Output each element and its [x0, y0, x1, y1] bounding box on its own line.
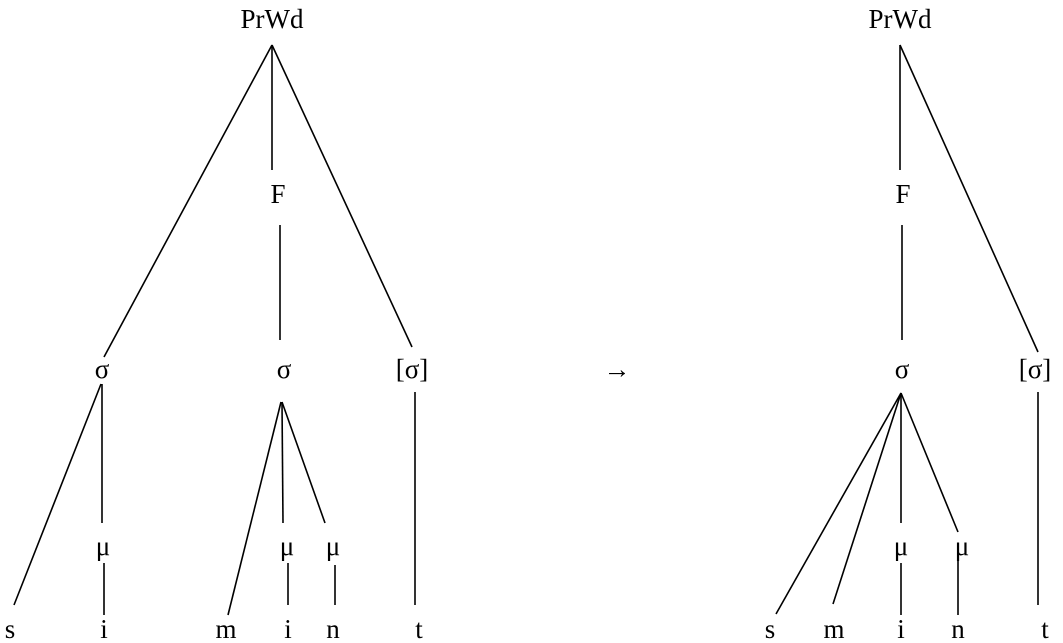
right-mora-1: μ	[894, 531, 908, 561]
left-segment-i: i	[284, 614, 292, 643]
arrow-icon: →	[604, 354, 631, 384]
left-segment-s: s	[5, 614, 16, 643]
edge	[832, 392, 902, 605]
edge	[899, 44, 1039, 353]
right-segment-t: t	[1041, 614, 1049, 643]
edge	[775, 392, 902, 615]
left-segment-m: m	[215, 614, 236, 643]
left-tree: PrWd F σ σ [σ] μ μ μ s i m i n t	[5, 4, 429, 643]
left-root-prwd: PrWd	[241, 4, 304, 34]
right-foot: F	[895, 179, 910, 209]
left-mora-2: μ	[280, 531, 294, 561]
edge	[900, 392, 959, 533]
edge	[227, 401, 282, 616]
edge	[271, 44, 413, 348]
right-mora-2: μ	[955, 531, 969, 561]
edge	[103, 44, 273, 358]
right-tree: PrWd F σ [σ] μ μ s m i n t	[765, 4, 1052, 643]
right-segment-i: i	[897, 614, 905, 643]
edge	[13, 383, 102, 606]
left-syllable-2: σ	[277, 354, 292, 384]
left-syllable-1: σ	[95, 354, 110, 384]
right-segment-m: m	[823, 614, 844, 643]
left-mora-1: μ	[96, 531, 110, 561]
left-segment-i: i	[100, 614, 108, 643]
right-segment-s: s	[765, 614, 776, 643]
left-extra-syllable: [σ]	[396, 354, 429, 384]
left-mora-3: μ	[326, 531, 340, 561]
right-root-prwd: PrWd	[869, 4, 932, 34]
right-syllable: σ	[895, 354, 910, 384]
edge	[281, 401, 284, 524]
left-foot: F	[270, 179, 285, 209]
right-extra-syllable: [σ]	[1019, 354, 1052, 384]
edge	[281, 401, 326, 524]
right-segment-n: n	[951, 614, 965, 643]
left-segment-n: n	[326, 614, 340, 643]
left-segment-t: t	[415, 614, 423, 643]
